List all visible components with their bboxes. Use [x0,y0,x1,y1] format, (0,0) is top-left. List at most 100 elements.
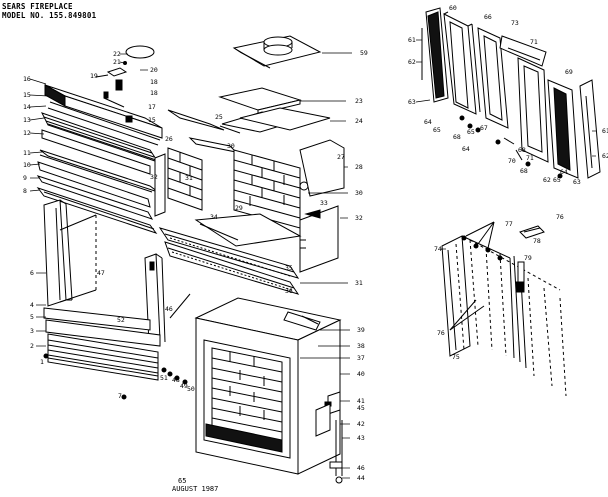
callout-number: 69 [565,68,573,76]
callout-number: 18 [150,89,158,97]
leader-lines [29,39,596,479]
callout-number: 59 [360,49,368,57]
callout-number: 17 [148,103,156,111]
callout-number: 8 [23,187,27,195]
callout-number: 29 [235,204,243,212]
callout-number: 38 [357,342,365,350]
side-panels-right [299,139,345,273]
revision-date: AUGUST 1987 [172,485,219,493]
callout-number: 63 [573,178,581,186]
firebrick-left [154,147,203,217]
callout-number: 24 [355,117,363,125]
callout-number: 23 [355,97,363,105]
hearth-floor [158,213,302,295]
callout-number: 30 [355,189,363,197]
callout-number: 19 [90,72,98,80]
callout-number: 73 [511,19,519,27]
callout-number: 66 [484,13,492,21]
model-number: MODEL NO. 155.849801 [2,11,97,20]
callout-number: 2 [30,342,34,350]
callout-number: 39 [357,326,365,334]
callout-number: 25 [215,113,223,121]
callout-number: 10 [23,161,31,169]
diagram-title: SEARS FIREPLACE [2,2,73,11]
callout-number: 46 [165,305,173,313]
callout-number: 47 [97,269,105,277]
callout-number: 67 [480,124,488,132]
callout-number: 9 [23,174,27,182]
callout-number: 5 [30,313,34,321]
door-frames-top [421,7,601,179]
callout-number: 32 [150,173,158,181]
callout-number: 65 [433,126,441,134]
callout-number: 60 [449,4,457,12]
callout-number: 41 [357,397,365,405]
callout-number: 32 [355,214,363,222]
left-side-column [43,199,97,307]
callout-number: 4 [30,301,34,309]
callout-number: 64 [424,118,432,126]
callout-number: 79 [524,254,532,262]
callout-number: 16 [23,75,31,83]
callout-number: 22 [113,50,121,58]
top-trim-strips [36,84,163,234]
callout-number: 76 [556,213,564,221]
flue-collar [232,35,322,69]
top-baffles [167,87,331,153]
callout-number: 20 [150,66,158,74]
callout-number: 40 [357,370,365,378]
callout-number: 27 [337,153,345,161]
callout-number: 48 [172,376,180,384]
callout-number: 1 [40,358,44,366]
callout-number: 70 [508,157,516,165]
callout-number: 36 [285,287,293,295]
callout-number: 44 [357,474,365,482]
callout-number: 31 [185,174,193,182]
callout-number: 77 [505,220,513,228]
bottom-grille [43,307,161,400]
callout-number: 64 [462,145,470,153]
small-fasteners [161,293,191,385]
callout-number: 68 [518,146,526,154]
callout-number: 63 [408,98,416,106]
callout-number: 68 [453,133,461,141]
callout-number: 71 [526,154,534,162]
callout-number: 18 [150,78,158,86]
callout-number: 74 [434,245,442,253]
callout-number: 13 [23,116,31,124]
fireplace-assembly [194,297,343,484]
callout-number: 3 [30,327,34,335]
callout-number: 33 [320,199,328,207]
callout-number: 50 [187,385,195,393]
callout-number: 62 [543,176,551,184]
callout-number: 26 [165,135,173,143]
callout-number: 61 [408,36,416,44]
callout-number: 76 [437,329,445,337]
callout-number: 52 [117,316,125,324]
right-side-column [144,253,166,345]
callout-number: 35 [285,264,293,272]
page-number: 65 [178,477,187,485]
callout-number: 51 [160,374,168,382]
callout-number: 65 [553,176,561,184]
callout-number: 14 [23,103,31,111]
callout-number: 49 [180,382,188,390]
callout-number: 75 [452,353,460,361]
callout-number: 12 [23,129,31,137]
callout-number: 15 [23,91,31,99]
callout-number: 65 [467,128,475,136]
callout-number: 46 [357,464,365,472]
callout-number: 21 [113,58,121,66]
callout-number: 11 [23,149,31,157]
callout-number: 6 [30,269,34,277]
callout-number: 34 [210,213,218,221]
callout-number: 68 [520,167,528,175]
callout-number: 62 [602,152,608,160]
callout-number: 62 [408,58,416,66]
callout-number: 61 [602,127,608,135]
callout-number: 64 [560,168,568,176]
hardware-cluster [95,45,155,123]
callout-number: 42 [357,420,365,428]
